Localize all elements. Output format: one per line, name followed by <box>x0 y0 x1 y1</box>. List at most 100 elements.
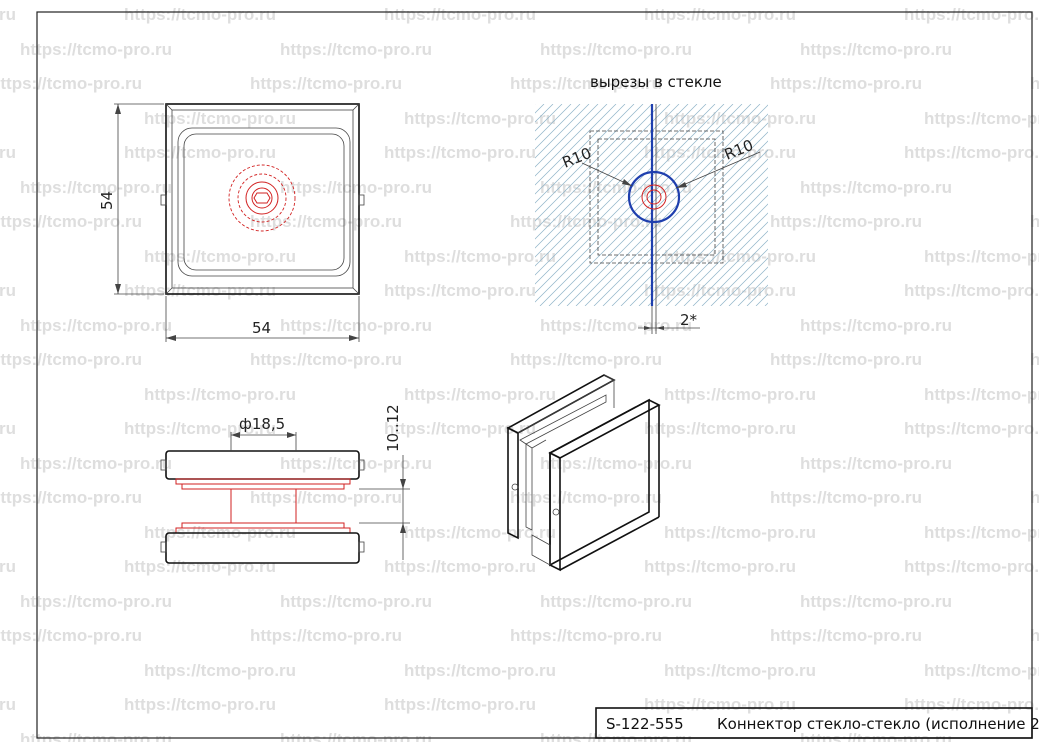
glass-cutout-view: R10 R10 вырезы в стекле 2* <box>535 73 985 334</box>
watermark-text: https://tcmo-pro.ru <box>770 350 922 369</box>
watermark-text: https://tcmo-pro.ru <box>384 557 536 576</box>
hatch-line <box>535 104 554 123</box>
hatch-line <box>535 104 716 285</box>
watermark-layer: https://tcmo-pro.ruhttps://tcmo-pro.ruht… <box>0 5 1039 742</box>
watermark-text: https://tcmo-pro.ru <box>664 109 816 128</box>
watermark-text: https://tcmo-pro.ru <box>770 626 922 645</box>
watermark-text: https://tcmo-pro.ru <box>800 592 952 611</box>
hatch-line <box>566 104 768 306</box>
hatch-line <box>557 104 761 306</box>
hatch-line <box>656 194 768 306</box>
gap-dimension: 2* <box>680 311 698 329</box>
watermark-text: https://tcmo-pro.ru <box>20 316 172 335</box>
watermark-text: https://tcmo-pro.ru <box>20 730 172 742</box>
watermark-text: https://tcmo-pro.ru <box>904 695 1039 714</box>
watermark-text: https://tcmo-pro.ru <box>904 281 1039 300</box>
hatch-line <box>535 104 626 195</box>
title-block: S-122-555 Коннектор стекло-стекло (испол… <box>595 707 1039 739</box>
hatch-line <box>535 104 545 114</box>
hatch-line <box>535 104 635 204</box>
hatch-line <box>674 212 768 306</box>
bolt-diameter: ф18,5 <box>239 415 285 433</box>
watermark-text: https://tcmo-pro.ru <box>0 212 142 231</box>
watermark-text: https://tcmo-pro.ru <box>20 40 172 59</box>
watermark-text: https://tcmo-pro.ru <box>664 661 816 680</box>
hatch-line <box>535 104 563 132</box>
watermark-text: https://tcmo-pro.ru <box>250 212 402 231</box>
isometric-view <box>506 374 661 572</box>
bore-outer-circle <box>228 164 296 232</box>
hatch-line <box>783 104 985 306</box>
watermark-text: https://tcmo-pro.ru <box>0 350 142 369</box>
watermark-text: https://tcmo-pro.ru <box>904 557 1039 576</box>
watermark-text: https://tcmo-pro.ru <box>540 40 692 59</box>
front-plate-face <box>549 398 650 567</box>
watermark-text: https://tcmo-pro.ru <box>280 178 432 197</box>
watermark-text: https://tcmo-pro.ru <box>124 557 276 576</box>
watermark-text: https://tcmo-pro.ru <box>800 454 952 473</box>
watermark-text: https://tcmo-pro.ru <box>644 419 796 438</box>
watermark-text: https://tcmo-pro.ru <box>1030 350 1039 369</box>
watermark-text: https://tcmo-pro.ru <box>384 695 536 714</box>
watermark-text: https://tcmo-pro.ru <box>644 5 796 24</box>
watermark-text: https://tcmo-pro.ru <box>384 5 536 24</box>
watermark-text: https://tcmo-pro.ru <box>0 419 16 438</box>
watermark-text: https://tcmo-pro.ru <box>0 626 142 645</box>
watermark-text: https://tcmo-pro.ru <box>0 281 16 300</box>
watermark-text: https://tcmo-pro.ru <box>0 557 16 576</box>
watermark-text: https://tcmo-pro.ru <box>904 419 1039 438</box>
top-view-height-dimension: 54 <box>98 191 116 210</box>
watermark-text: https://tcmo-pro.ru <box>250 488 402 507</box>
hatch-line <box>629 167 768 306</box>
glass-cutout-circle <box>627 170 681 224</box>
hatch-line <box>764 302 768 306</box>
watermark-text: https://tcmo-pro.ru <box>540 592 692 611</box>
watermark-text: https://tcmo-pro.ru <box>280 592 432 611</box>
watermark-text: https://tcmo-pro.ru <box>924 109 1039 128</box>
watermark-text: https://tcmo-pro.ru <box>0 695 16 714</box>
watermark-text: https://tcmo-pro.ru <box>124 281 276 300</box>
watermark-text: https://tcmo-pro.ru <box>770 212 922 231</box>
watermark-text: https://tcmo-pro.ru <box>144 661 296 680</box>
hatch-line <box>611 149 768 306</box>
watermark-text: https://tcmo-pro.ru <box>540 454 692 473</box>
watermark-text: https://tcmo-pro.ru <box>20 178 172 197</box>
hatch-line <box>774 104 976 306</box>
hatch-line <box>535 104 698 267</box>
watermark-text: https://tcmo-pro.ru <box>124 5 276 24</box>
hatch-line <box>665 203 768 306</box>
watermark-text: https://tcmo-pro.ru <box>404 385 556 404</box>
watermark-text: https://tcmo-pro.ru <box>144 385 296 404</box>
watermark-text: https://tcmo-pro.ru <box>124 695 276 714</box>
watermark-text: https://tcmo-pro.ru <box>664 385 816 404</box>
watermark-text: https://tcmo-pro.ru <box>280 730 432 742</box>
hatch-line <box>535 104 680 249</box>
hatch-line <box>535 104 734 303</box>
watermark-text: https://tcmo-pro.ru <box>800 316 952 335</box>
hatch-line <box>593 131 768 306</box>
watermark-text: https://tcmo-pro.ru <box>20 592 172 611</box>
hatch-line <box>535 104 653 222</box>
hatch-line <box>535 104 644 213</box>
watermark-text: https://tcmo-pro.ru <box>404 247 556 266</box>
watermark-text: https://tcmo-pro.ru <box>124 143 276 162</box>
hatch-line <box>602 140 768 306</box>
watermark-text: https://tcmo-pro.ru <box>510 626 662 645</box>
watermark-text: https://tcmo-pro.ru <box>404 109 556 128</box>
hatch-line <box>692 230 768 306</box>
watermark-text: https://tcmo-pro.ru <box>800 178 952 197</box>
watermark-text: https://tcmo-pro.ru <box>280 454 432 473</box>
watermark-text: https://tcmo-pro.ru <box>924 385 1039 404</box>
hatch-line <box>683 221 768 306</box>
hatch-line <box>535 104 599 168</box>
watermark-text: https://tcmo-pro.ru <box>250 74 402 93</box>
watermark-text: https://tcmo-pro.ru <box>404 523 556 542</box>
hatch-line <box>535 104 671 240</box>
glass-thickness: 10..12 <box>384 404 402 452</box>
watermark-text: https://tcmo-pro.ru <box>0 5 16 24</box>
watermark-text: https://tcmo-pro.ru <box>280 40 432 59</box>
watermark-text: https://tcmo-pro.ru <box>384 143 536 162</box>
hatch-line <box>728 266 768 306</box>
watermark-text: https://tcmo-pro.ru <box>510 350 662 369</box>
